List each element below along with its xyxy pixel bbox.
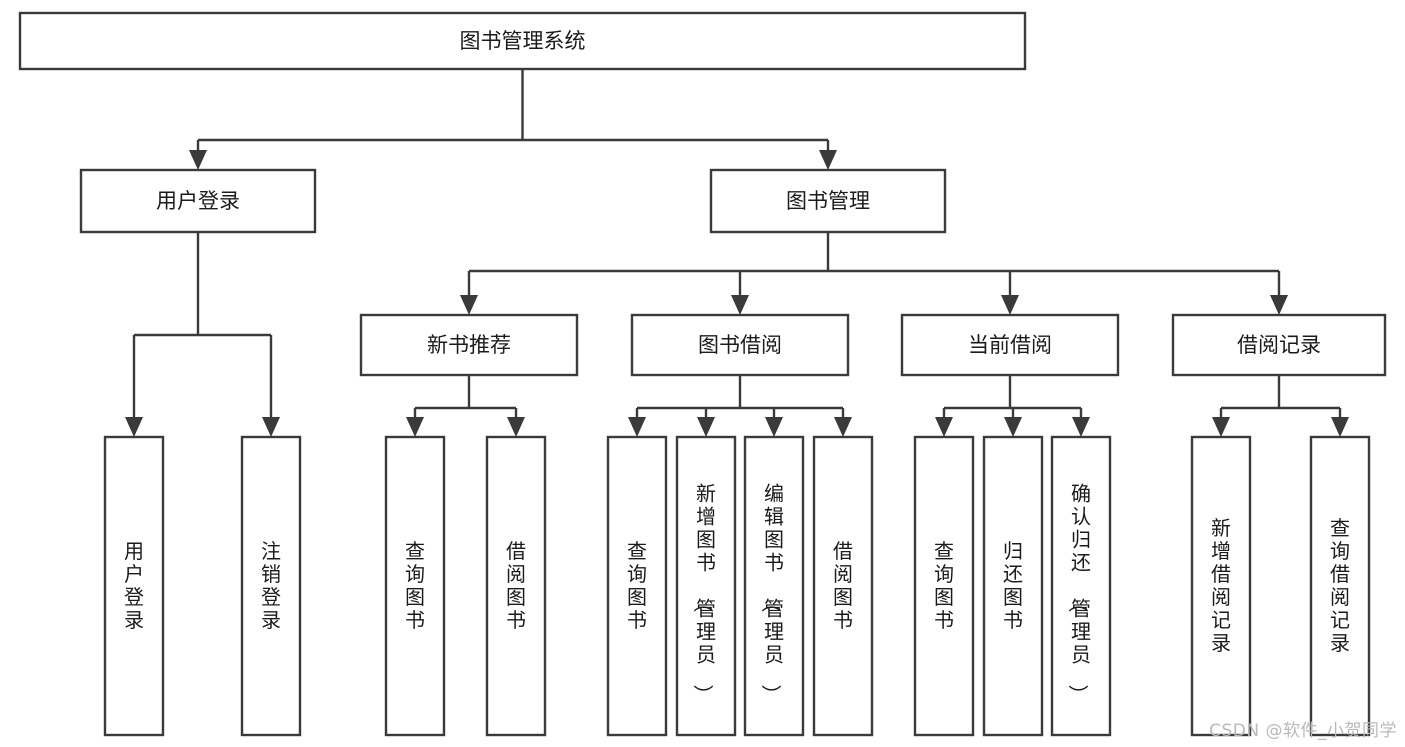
node-box-leaf-11[interactable] [1190, 435, 1252, 737]
watermark-text: CSDN @软件_小贺同学 [1209, 721, 1397, 741]
node-label-level3-2: 当前借阅 [968, 333, 1052, 357]
node-label-leaf-1: 注销登录 [261, 539, 281, 632]
arrow-head-icon [731, 295, 749, 315]
arrow-head-icon [765, 417, 783, 437]
node-label-level2-0: 用户登录 [156, 189, 240, 213]
arrow-head-icon [1331, 417, 1349, 437]
node-box-leaf-2[interactable] [384, 435, 446, 737]
node-box-leaf-5[interactable] [675, 435, 737, 737]
node-box-root[interactable] [18, 11, 1027, 71]
node-label-leaf-2: 查询图书 [405, 539, 425, 632]
node-box-level2-0[interactable] [79, 168, 317, 234]
arrow-head-icon [1001, 295, 1019, 315]
arrow-head-icon [1212, 417, 1230, 437]
node-label-leaf-11: 新增借阅记录 [1211, 516, 1231, 655]
node-label-leaf-12: 查询借阅记录 [1330, 516, 1350, 655]
node-label-leaf-5: 新增图书（管理员） [691, 482, 716, 705]
arrow-head-icon [1004, 417, 1022, 437]
connector-layer [125, 69, 1349, 437]
arrow-head-icon [834, 417, 852, 437]
node-label-root: 图书管理系统 [460, 29, 586, 53]
arrow-head-icon [1270, 295, 1288, 315]
node-box-leaf-7[interactable] [812, 435, 874, 737]
node-box-level3-3[interactable] [1171, 313, 1387, 377]
node-box-leaf-9[interactable] [982, 435, 1044, 737]
node-box-level3-2[interactable] [900, 313, 1120, 377]
node-label-leaf-10: 确认归还（管理员） [1066, 482, 1091, 705]
arrow-head-icon [628, 417, 646, 437]
node-label-level2-1: 图书管理 [786, 189, 870, 213]
arrow-head-icon [460, 295, 478, 315]
node-label-leaf-6: 编辑图书（管理员） [759, 482, 784, 705]
arrow-head-icon [406, 417, 424, 437]
node-box-level3-0[interactable] [359, 313, 579, 377]
node-box-level2-1[interactable] [709, 168, 947, 234]
arrow-head-icon [1072, 417, 1090, 437]
arrow-head-icon [262, 417, 280, 437]
arrow-head-icon [697, 417, 715, 437]
node-box-leaf-10[interactable] [1050, 435, 1112, 737]
node-label-level3-0: 新书推荐 [427, 333, 511, 357]
node-box-leaf-0[interactable] [103, 435, 165, 737]
arrow-head-icon [125, 417, 143, 437]
node-label-level3-3: 借阅记录 [1237, 333, 1321, 357]
node-box-leaf-3[interactable] [485, 435, 547, 737]
arrow-head-icon [819, 150, 837, 170]
node-label-leaf-3: 借阅图书 [506, 539, 526, 632]
node-box-level3-1[interactable] [630, 313, 850, 377]
node-layer: 图书管理系统用户登录图书管理新书推荐图书借阅当前借阅借阅记录用户登录注销登录查询… [18, 11, 1387, 737]
node-label-leaf-7: 借阅图书 [833, 539, 853, 632]
node-box-leaf-6[interactable] [743, 435, 805, 737]
arrow-head-icon [935, 417, 953, 437]
arrow-head-icon [189, 150, 207, 170]
node-label-leaf-9: 归还图书 [1003, 539, 1023, 632]
node-label-leaf-0: 用户登录 [124, 539, 144, 632]
node-label-leaf-8: 查询图书 [934, 539, 954, 632]
node-box-leaf-1[interactable] [240, 435, 302, 737]
node-label-level3-1: 图书借阅 [698, 333, 782, 357]
node-box-leaf-8[interactable] [913, 435, 975, 737]
node-label-leaf-4: 查询图书 [627, 539, 647, 632]
node-box-leaf-4[interactable] [606, 435, 668, 737]
arrow-head-icon [507, 417, 525, 437]
node-box-leaf-12[interactable] [1309, 435, 1371, 737]
